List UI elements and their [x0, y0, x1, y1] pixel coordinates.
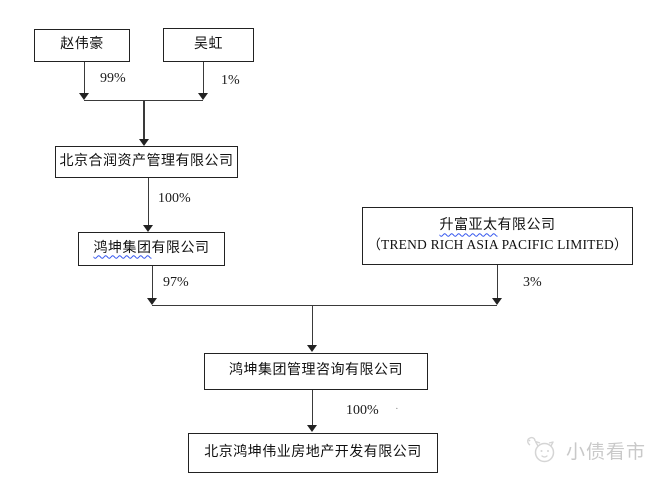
- node-zhao-weihao-label: 赵伟豪: [60, 37, 104, 53]
- node-hongkun-group: 鸿坤集团有限公司: [78, 232, 225, 266]
- edge-label-3pct: 3%: [523, 275, 542, 290]
- arrowhead-into-herun: [138, 139, 149, 146]
- node-beijing-herun-label: 北京合润资产管理有限公司: [59, 153, 234, 169]
- node-trend-rich-asia-pacific: 升富亚太有限公司 （TREND RICH ASIA PACIFIC LIMITE…: [362, 207, 633, 265]
- edge-group-merge2-vline: [151, 266, 153, 298]
- edge-wu-vline: [202, 62, 204, 93]
- edge-zhao-vline: [83, 62, 85, 93]
- watermark-text: 小债看市: [566, 441, 647, 463]
- merge-line-bottom: [152, 304, 497, 306]
- node-beijing-hongkun-weiye: 北京鸿坤伟业房地产开发有限公司: [188, 433, 438, 473]
- arrowhead-zhao: [79, 93, 89, 100]
- node-trend-rich-label-underlined: 升富亚太: [439, 218, 498, 234]
- node-hongkun-consulting: 鸿坤集团管理咨询有限公司: [204, 353, 428, 390]
- node-trend-rich-label-en: （TREND RICH ASIA PACIFIC LIMITED）: [367, 237, 628, 253]
- arrowhead-group-merge2: [147, 298, 157, 305]
- edge-label-99pct: 99%: [100, 71, 126, 86]
- edge-label-100pct-a: 100%: [158, 191, 191, 206]
- node-beijing-hongkun-weiye-label: 北京鸿坤伟业房地产开发有限公司: [204, 444, 422, 460]
- edge-merge1-vline: [143, 100, 145, 139]
- edge-merge2-vline: [311, 305, 313, 345]
- node-wu-hong: 吴虹: [163, 28, 254, 62]
- arrowhead-into-weiye: [307, 425, 317, 432]
- arrowhead-into-consulting: [307, 345, 317, 352]
- edge-label-97pct: 97%: [163, 275, 189, 290]
- node-wu-hong-label: 吴虹: [194, 36, 223, 52]
- edge-consulting-weiye-vline: [311, 390, 313, 425]
- edge-label-1pct: 1%: [221, 73, 240, 88]
- watermark: 小债看市: [526, 436, 646, 464]
- node-zhao-weihao: 赵伟豪: [34, 29, 130, 62]
- edge-label-100pct-b: 100%: [346, 403, 379, 418]
- panda-face-logo-icon: [526, 436, 560, 464]
- stray-mark: ·: [395, 403, 399, 415]
- node-hongkun-group-label-underlined: 鸿坤集团: [93, 240, 152, 256]
- arrowhead-wu: [198, 93, 208, 100]
- node-beijing-herun: 北京合润资产管理有限公司: [55, 146, 238, 178]
- arrowhead-into-group: [143, 225, 153, 232]
- node-hongkun-group-label: 鸿坤集团有限公司: [94, 240, 210, 259]
- edge-herun-group-vline: [147, 178, 149, 225]
- node-hongkun-group-label-rest: 有限公司: [151, 240, 210, 256]
- edge-trend-merge2-vline: [496, 265, 498, 298]
- arrowhead-trend-merge2: [492, 298, 502, 305]
- node-trend-rich-label-cn: 升富亚太有限公司: [440, 217, 556, 236]
- node-hongkun-consulting-label: 鸿坤集团管理咨询有限公司: [229, 363, 403, 379]
- node-trend-rich-label-rest: 有限公司: [497, 218, 556, 234]
